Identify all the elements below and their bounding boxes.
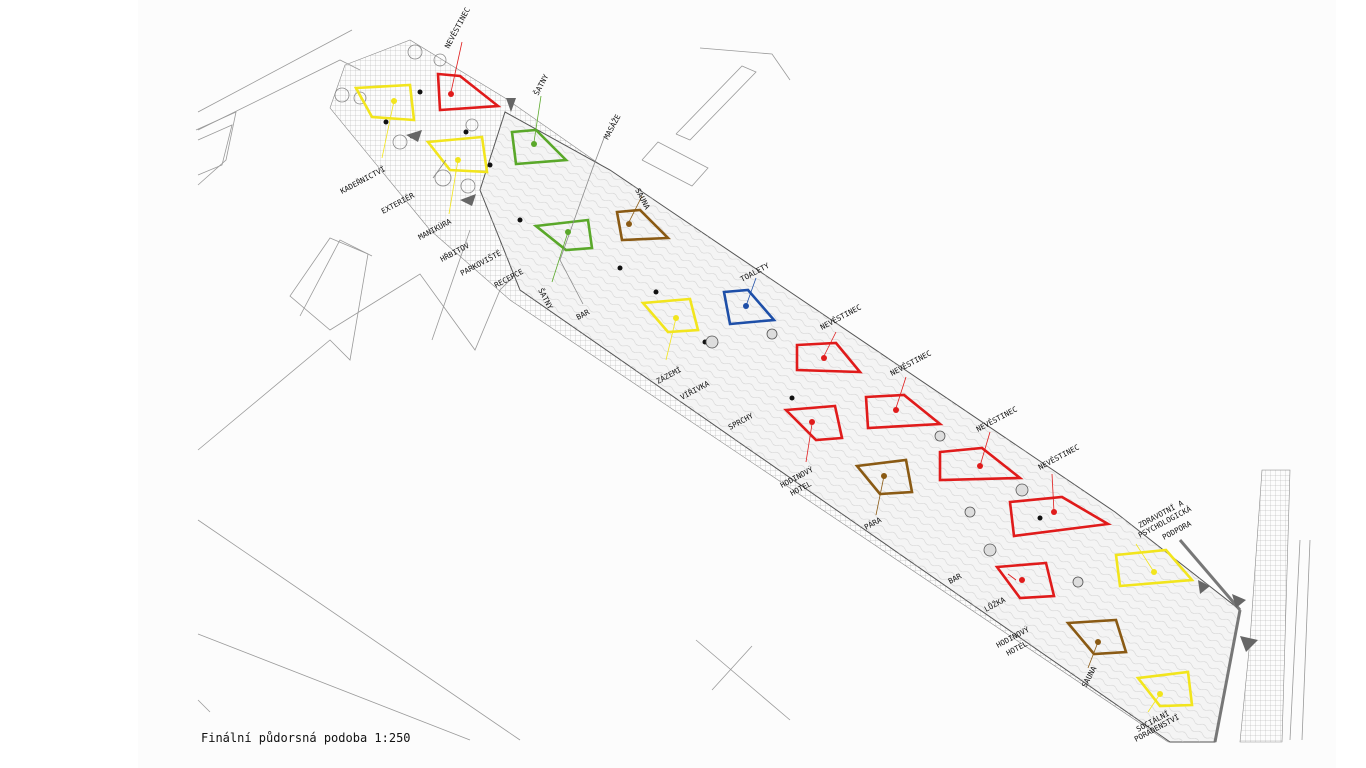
label-kadernictvi: KADEŘNICTVÍ	[339, 164, 387, 195]
room-nevestinec-2	[795, 341, 863, 374]
label-satny-1: ŠATNY	[532, 72, 551, 97]
room-kadernictvi	[353, 83, 416, 122]
building-strip	[329, 39, 1291, 743]
trees	[334, 44, 479, 194]
room-hodinovy-hotel-1	[783, 404, 844, 442]
leader-lines	[381, 41, 1161, 713]
room-nevestinec-5	[1008, 495, 1112, 538]
room-satny-1	[510, 128, 569, 166]
label-masaze: MASÁŽE	[602, 112, 623, 141]
room-exterier	[425, 135, 489, 174]
label-dots	[391, 91, 1163, 697]
room-nevestinec-4	[938, 446, 1024, 482]
room-zdravotni	[1114, 548, 1195, 588]
label-nevestinec-5: NEVĚSTINEC	[1037, 443, 1081, 472]
label-nevestinec-1: NEVĚSTINEC	[443, 6, 472, 50]
room-nevestinec-3	[864, 393, 944, 430]
room-socialni	[1135, 670, 1194, 708]
room-para	[854, 458, 914, 496]
entrance-arrows	[406, 98, 1258, 652]
room-zazemi	[640, 297, 700, 334]
label-nevestinec-4: NEVĚSTINEC	[975, 405, 1019, 434]
room-hodinovy-hotel-2	[994, 561, 1056, 600]
room-outlines	[353, 72, 1195, 708]
room-satny-2	[532, 218, 594, 252]
room-nevestinec-1	[436, 72, 502, 112]
room-sauna-1	[615, 208, 672, 242]
site-context-lines	[195, 29, 1311, 741]
drawing-caption: Finální půdorsná podoba 1:250	[201, 731, 411, 745]
room-sauna-2	[1065, 618, 1128, 656]
fixtures	[705, 328, 1084, 588]
room-toalety	[722, 288, 777, 326]
